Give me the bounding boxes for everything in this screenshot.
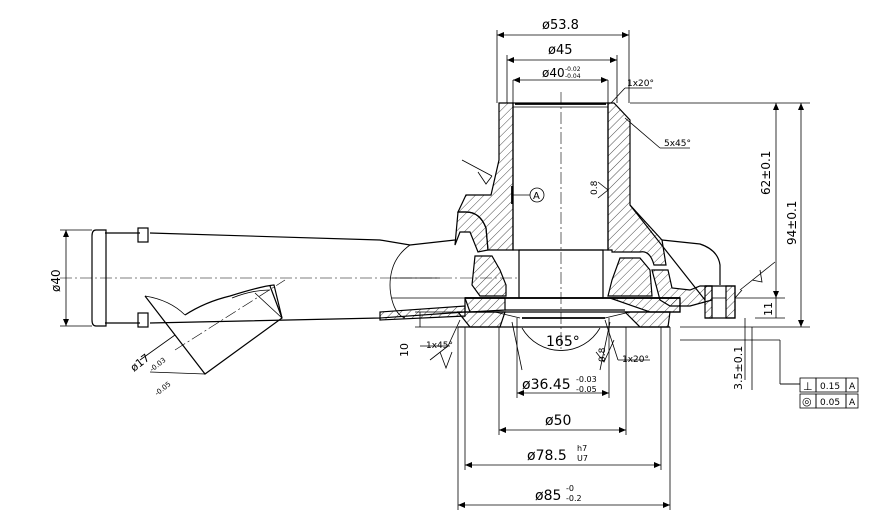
tolerance-datum-2: A bbox=[849, 398, 856, 408]
dim-d17-tol-up: -0.03 bbox=[148, 356, 167, 373]
dim-h3-5: 3.5±0.1 bbox=[732, 346, 745, 390]
part-outline bbox=[91, 102, 743, 375]
dim-d40-top-tol-lo: -0.04 bbox=[565, 73, 581, 80]
dim-d40-left: ø40 bbox=[49, 269, 63, 292]
dim-chamfer-1x20-top: 1x20° bbox=[627, 79, 654, 89]
dim-d17: ø17 bbox=[128, 351, 152, 374]
finish-0-8-top: 0.8 bbox=[590, 180, 600, 195]
finish-0-8-bottom: 0.8 bbox=[598, 347, 608, 362]
dim-d85-tol-up: -0 bbox=[566, 484, 574, 493]
tolerance-frame-perpendicularity: ⊥ 0.15 A bbox=[799, 377, 859, 393]
perpendicularity-icon: ⊥ bbox=[803, 380, 813, 393]
dim-d45: ø45 bbox=[548, 43, 573, 58]
dim-d17-tol-lo: -0.05 bbox=[153, 380, 172, 397]
tolerance-value-2: 0.05 bbox=[820, 398, 840, 408]
dim-h10: 10 bbox=[398, 343, 411, 357]
dimension-lines bbox=[60, 30, 810, 510]
dim-h94: 94±0.1 bbox=[785, 201, 799, 245]
tolerance-frame-concentricity: ◎ 0.05 A bbox=[799, 393, 859, 409]
dim-d36-45-tol-up: -0.03 bbox=[576, 375, 597, 384]
dim-d85: ø85 bbox=[535, 488, 561, 504]
centerlines bbox=[60, 92, 562, 351]
dim-d40-top-tol-up: -0.02 bbox=[565, 66, 581, 73]
dim-h11: 11 bbox=[762, 302, 775, 316]
dim-d36-45-tol-lo: -0.05 bbox=[576, 385, 597, 394]
dim-h62: 62±0.1 bbox=[759, 151, 773, 195]
dim-chamfer-1x45: 1x45° bbox=[426, 341, 453, 351]
tolerance-value-1: 0.15 bbox=[820, 382, 840, 392]
dim-d40-top: ø40 bbox=[542, 66, 565, 80]
concentricity-icon: ◎ bbox=[802, 395, 812, 408]
dim-d85-tol-lo: -0.2 bbox=[566, 494, 582, 503]
dim-chamfer-1x20-bottom: 1x20° bbox=[622, 355, 649, 365]
dim-d50: ø50 bbox=[545, 413, 571, 429]
tolerance-frames: ⊥ 0.15 A ◎ 0.05 A bbox=[780, 377, 859, 409]
dim-angle-165: 165° bbox=[546, 334, 580, 350]
tolerance-datum-1: A bbox=[849, 382, 856, 392]
dim-d78-5: ø78.5 bbox=[527, 448, 567, 464]
dim-d78-5-tol-up: h7 bbox=[577, 444, 587, 453]
dim-d53-8: ø53.8 bbox=[542, 18, 579, 33]
dim-chamfer-5x45: 5x45° bbox=[664, 139, 691, 149]
dimension-text: ø53.8 ø45 ø40 -0.02 -0.04 1x20° 5x45° 62… bbox=[49, 18, 799, 504]
dim-d78-5-tol-lo: U7 bbox=[577, 454, 588, 463]
dim-d36-45: ø36.45 bbox=[522, 377, 571, 393]
datum-a-label: A bbox=[533, 191, 540, 202]
